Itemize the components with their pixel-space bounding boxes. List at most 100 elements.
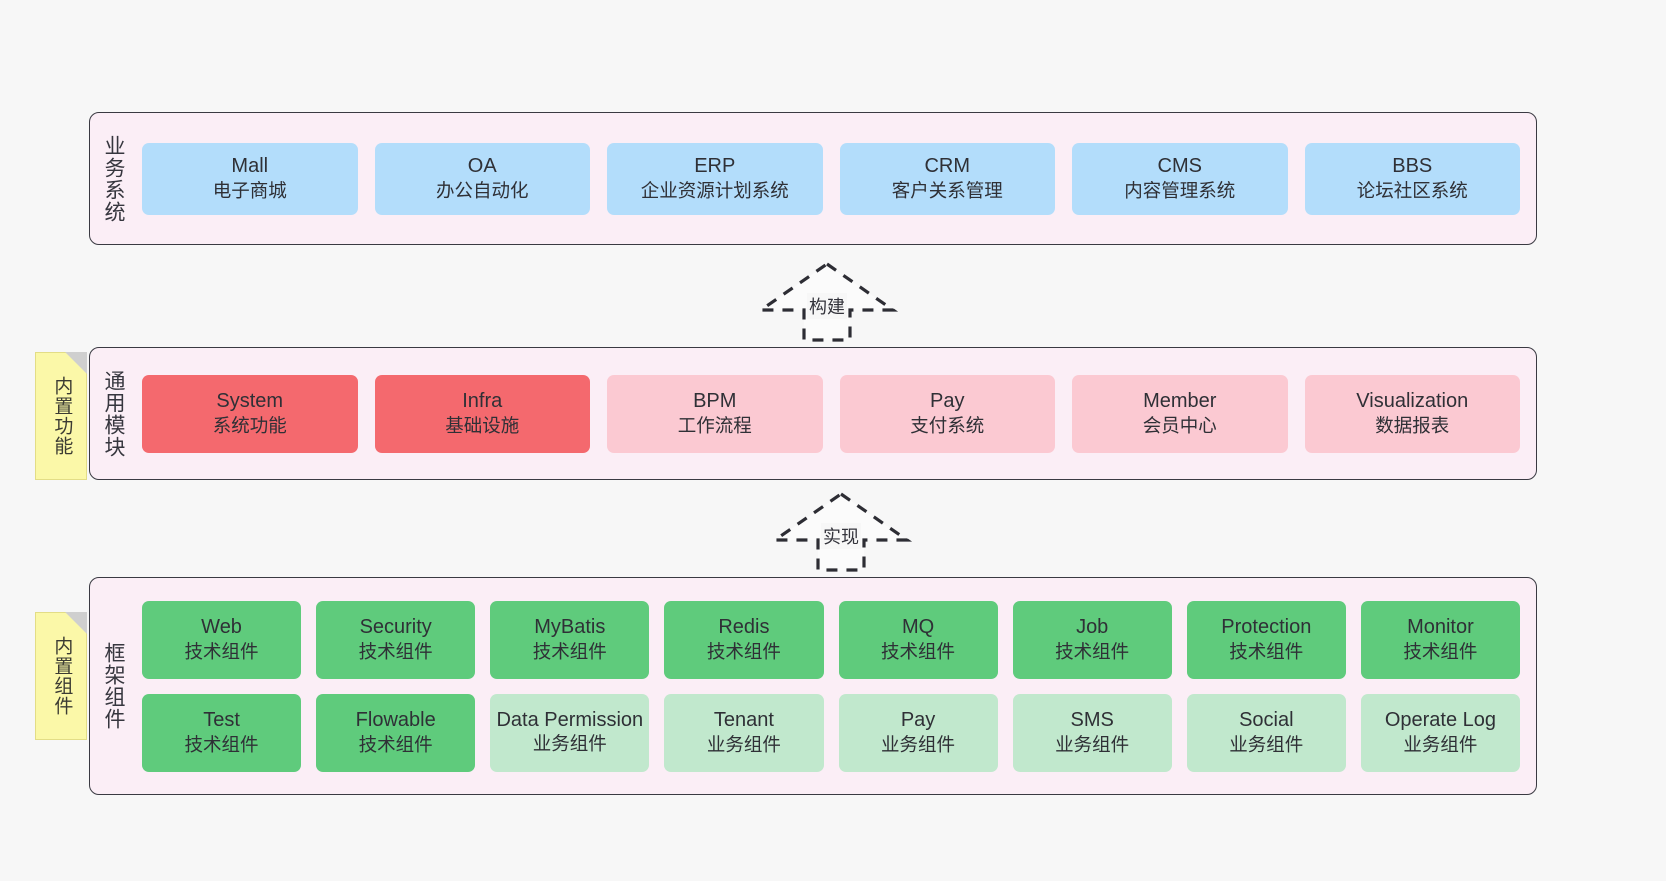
card-subtitle: 业务组件 — [1403, 734, 1478, 756]
card-title: Member — [1143, 390, 1217, 413]
card-infra[interactable]: Infra 基础设施 — [374, 374, 590, 453]
card-title: Security — [359, 616, 432, 639]
card-title: CRM — [924, 155, 971, 178]
card-subtitle: 技术组件 — [358, 734, 433, 756]
card-subtitle: 技术组件 — [358, 641, 433, 663]
card-subtitle: 技术组件 — [184, 641, 259, 663]
card-title: Protection — [1221, 616, 1312, 639]
card-tenant[interactable]: Tenant 业务组件 — [664, 693, 824, 772]
card-social[interactable]: Social 业务组件 — [1186, 693, 1346, 772]
card-mq[interactable]: MQ 技术组件 — [838, 600, 998, 679]
card-mybatis[interactable]: MyBatis 技术组件 — [490, 600, 650, 679]
card-pay-component[interactable]: Pay 业务组件 — [838, 693, 998, 772]
card-crm[interactable]: CRM 客户关系管理 — [839, 142, 1055, 215]
card-row: Mall 电子商城 OA 办公自动化 ERP 企业资源计划系统 CRM 客户关系… — [142, 142, 1520, 215]
card-title: Pay — [930, 390, 965, 413]
card-title: Social — [1239, 709, 1294, 732]
card-member[interactable]: Member 会员中心 — [1072, 374, 1288, 453]
card-title: CMS — [1157, 155, 1202, 178]
layer-business-system: 业务系统 Mall 电子商城 OA 办公自动化 ERP 企业资源计划系统 CRM… — [89, 112, 1537, 245]
card-title: MyBatis — [534, 616, 606, 639]
card-subtitle: 技术组件 — [1055, 641, 1130, 663]
card-subtitle: 技术组件 — [706, 641, 781, 663]
layer-body-framework-component: Web 技术组件 Security 技术组件 MyBatis 技术组件 Redi… — [136, 578, 1536, 794]
card-operate-log[interactable]: Operate Log 业务组件 — [1360, 693, 1520, 772]
card-subtitle: 业务组件 — [881, 734, 956, 756]
layer-framework-component: 框架组件 Web 技术组件 Security 技术组件 MyBatis 技术组件… — [89, 577, 1537, 795]
card-title: Pay — [900, 709, 936, 732]
card-cms[interactable]: CMS 内容管理系统 — [1072, 142, 1288, 215]
card-redis[interactable]: Redis 技术组件 — [664, 600, 824, 679]
connector-implement: 实现 — [769, 492, 913, 572]
card-subtitle: 客户关系管理 — [891, 180, 1003, 202]
card-title: OA — [467, 155, 497, 178]
card-title: Operate Log — [1384, 709, 1497, 732]
card-subtitle: 业务组件 — [706, 734, 781, 756]
card-title: ERP — [694, 155, 736, 178]
layer-label-common-module: 通用模块 — [101, 369, 125, 458]
note-label: 内置功能 — [51, 376, 73, 456]
layer-body-business-system: Mall 电子商城 OA 办公自动化 ERP 企业资源计划系统 CRM 客户关系… — [136, 113, 1536, 244]
card-test[interactable]: Test 技术组件 — [142, 693, 302, 772]
connector-build: 构建 — [755, 262, 899, 342]
card-data-permission[interactable]: Data Permission 业务组件 — [490, 693, 650, 772]
card-subtitle: 业务组件 — [1055, 734, 1130, 756]
card-security[interactable]: Security 技术组件 — [316, 600, 476, 679]
card-web[interactable]: Web 技术组件 — [142, 600, 302, 679]
card-job[interactable]: Job 技术组件 — [1012, 600, 1172, 679]
card-title: BPM — [693, 390, 737, 413]
note-fold-corner — [65, 612, 87, 634]
card-subtitle: 技术组件 — [1403, 641, 1478, 663]
card-title: Job — [1076, 616, 1109, 639]
card-subtitle: 技术组件 — [881, 641, 956, 663]
card-row: Web 技术组件 Security 技术组件 MyBatis 技术组件 Redi… — [142, 600, 1520, 679]
card-subtitle: 技术组件 — [184, 734, 259, 756]
card-subtitle: 数据报表 — [1375, 415, 1450, 437]
card-title: Tenant — [713, 709, 774, 732]
card-flowable[interactable]: Flowable 技术组件 — [316, 693, 476, 772]
layer-common-module: 通用模块 System 系统功能 Infra 基础设施 BPM 工作流程 Pay… — [89, 347, 1537, 480]
card-title: Web — [201, 616, 242, 639]
card-oa[interactable]: OA 办公自动化 — [374, 142, 590, 215]
connector-implement-label: 实现 — [821, 523, 861, 549]
card-pay-module[interactable]: Pay 支付系统 — [839, 374, 1055, 453]
connector-build-label: 构建 — [807, 293, 847, 319]
card-title: Infra — [462, 390, 503, 413]
card-mall[interactable]: Mall 电子商城 — [142, 142, 358, 215]
card-subtitle: 工作流程 — [677, 415, 752, 437]
card-system[interactable]: System 系统功能 — [142, 374, 358, 453]
card-erp[interactable]: ERP 企业资源计划系统 — [607, 142, 823, 215]
layer-body-common-module: System 系统功能 Infra 基础设施 BPM 工作流程 Pay 支付系统… — [136, 348, 1536, 479]
card-monitor[interactable]: Monitor 技术组件 — [1360, 600, 1520, 679]
card-subtitle: 企业资源计划系统 — [640, 180, 789, 202]
layer-label-business-system: 业务系统 — [101, 134, 125, 223]
card-subtitle: 电子商城 — [212, 180, 287, 202]
note-fold-corner — [65, 352, 87, 374]
card-subtitle: 内容管理系统 — [1124, 180, 1236, 202]
card-sms[interactable]: SMS 业务组件 — [1012, 693, 1172, 772]
card-subtitle: 系统功能 — [212, 415, 287, 437]
card-subtitle: 业务组件 — [532, 732, 607, 754]
card-row: Test 技术组件 Flowable 技术组件 Data Permission … — [142, 693, 1520, 772]
card-subtitle: 技术组件 — [1229, 641, 1304, 663]
card-title: Test — [203, 709, 240, 732]
card-subtitle: 业务组件 — [1229, 734, 1304, 756]
card-bbs[interactable]: BBS 论坛社区系统 — [1304, 142, 1520, 215]
card-title: Mall — [231, 155, 269, 178]
card-title: Visualization — [1356, 390, 1469, 413]
card-title: Redis — [718, 616, 770, 639]
card-title: BBS — [1392, 155, 1433, 178]
card-title: System — [216, 390, 284, 413]
card-subtitle: 支付系统 — [910, 415, 985, 437]
card-title: Monitor — [1407, 616, 1474, 639]
card-title: SMS — [1070, 709, 1114, 732]
card-protection[interactable]: Protection 技术组件 — [1186, 600, 1346, 679]
card-subtitle: 会员中心 — [1142, 415, 1217, 437]
card-bpm[interactable]: BPM 工作流程 — [607, 374, 823, 453]
card-visualization[interactable]: Visualization 数据报表 — [1304, 374, 1520, 453]
card-subtitle: 论坛社区系统 — [1356, 180, 1468, 202]
card-title: Flowable — [355, 709, 436, 732]
note-builtin-component: 内置组件 — [35, 612, 87, 740]
note-builtin-function: 内置功能 — [35, 352, 87, 480]
